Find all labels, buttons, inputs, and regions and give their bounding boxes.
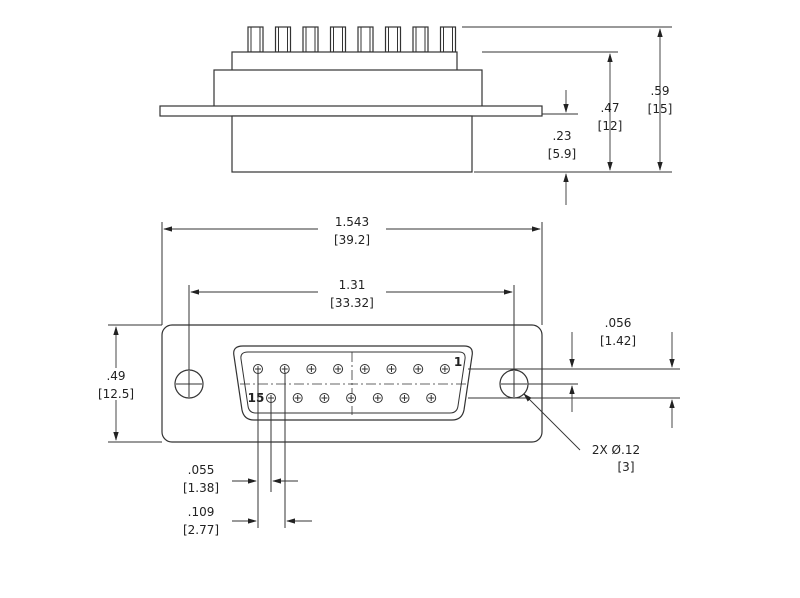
dim-row-offset-inch: .056 [605, 316, 632, 330]
side-pin [274, 26, 292, 53]
pin [359, 364, 370, 374]
pin [319, 393, 330, 403]
dim-pitch-inch: .109 [188, 505, 215, 519]
pin [253, 364, 263, 374]
dim-pitch-mm: [2.77] [183, 523, 219, 537]
side-pin [384, 26, 402, 53]
side-pin [357, 26, 374, 53]
dim-flange-height-inch: .49 [106, 369, 125, 383]
dim-shell-depth-mm: [5.9] [548, 147, 576, 161]
dim-half-pitch-mm: [1.38] [183, 481, 219, 495]
d-shell-inner [240, 351, 466, 414]
pin [439, 364, 450, 374]
pin [372, 393, 383, 403]
side-pin [329, 26, 347, 53]
mount-hole-left [174, 369, 204, 399]
side-view: .59 [15] .47 [12] .23 [5.9] [159, 26, 673, 205]
dim-flange-width-inch: 1.543 [335, 215, 369, 229]
side-pin [439, 26, 457, 53]
mount-hole-right [499, 369, 529, 399]
side-flange [159, 105, 543, 117]
upper-shell [213, 69, 483, 109]
pin [306, 364, 317, 374]
side-pin [247, 26, 264, 53]
dim-hole-spacing-mm: [33.32] [330, 296, 374, 310]
dim-shell-depth-inch: .23 [552, 129, 571, 143]
side-pin [302, 26, 319, 53]
pin [426, 393, 437, 403]
pin [333, 364, 344, 374]
dim-hole-spacing-inch: 1.31 [339, 278, 366, 292]
mount-hole-mm: [3] [618, 460, 635, 474]
dim-flange-width-mm: [39.2] [334, 233, 370, 247]
insulator-block [231, 51, 458, 73]
dim-half-pitch-inch: .055 [188, 463, 215, 477]
pin [386, 364, 397, 374]
pin-label-last: 15 [248, 391, 265, 405]
side-pin [412, 26, 429, 53]
dim-row-offset-mm: [1.42] [600, 334, 636, 348]
dim-mid-height-mm: [12] [598, 119, 623, 133]
dim-flange-height-mm: [12.5] [98, 387, 134, 401]
lower-shell [231, 115, 473, 173]
dim-overall-height-mm: [15] [648, 102, 673, 116]
dim-mid-height-inch: .47 [600, 101, 619, 115]
pin [413, 364, 424, 374]
pin [399, 393, 410, 403]
side-view-pins [247, 26, 457, 53]
pin [346, 393, 357, 403]
mount-hole-note: 2X Ø.12 [592, 443, 640, 457]
mount-hole-leader [523, 393, 581, 451]
pin-array [253, 364, 450, 403]
pin [292, 393, 303, 403]
d-shell-outer [233, 345, 473, 421]
dim-overall-height-inch: .59 [650, 84, 669, 98]
pin-label-first: 1 [454, 355, 462, 369]
front-view: 1 15 1.543 [39.2] 1.31 [33.32] .49 [12.5… [98, 215, 680, 537]
